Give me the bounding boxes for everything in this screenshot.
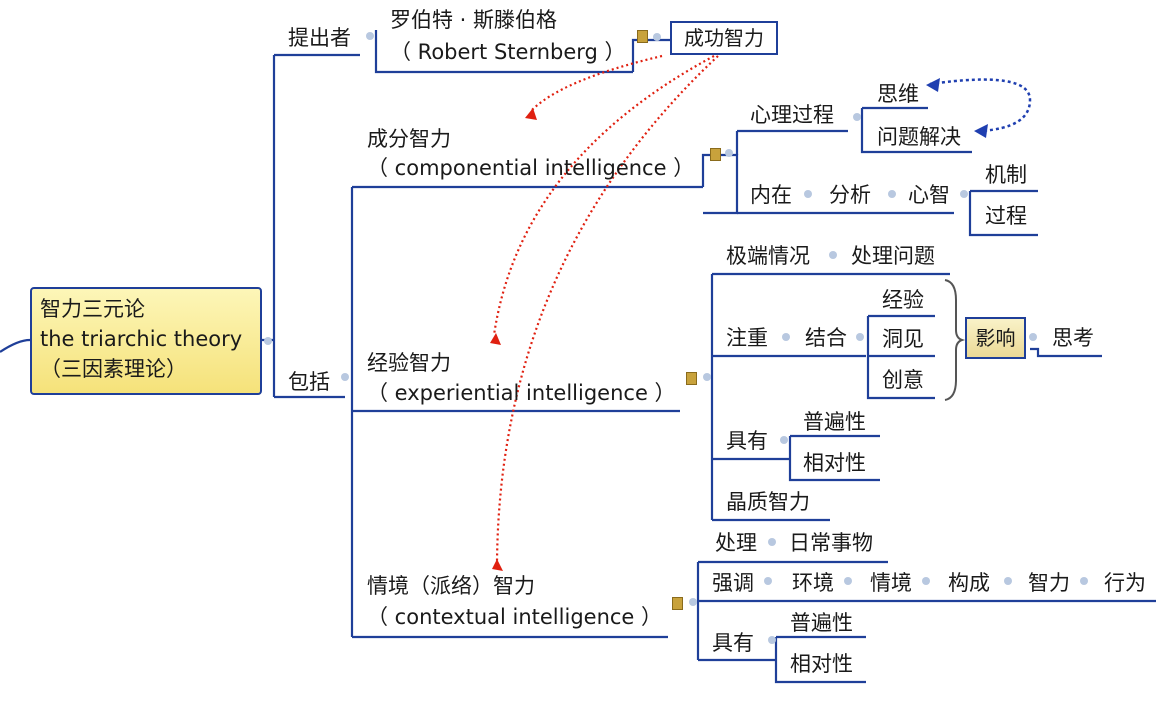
process-node[interactable]: 过程	[985, 204, 1027, 228]
successful-intelligence-node[interactable]: 成功智力	[670, 21, 778, 55]
mental-process-label[interactable]: 心理过程	[750, 103, 834, 127]
proposer-label[interactable]: 提出者	[288, 26, 351, 50]
experience-node[interactable]: 经验	[882, 288, 924, 312]
includes-label[interactable]: 包括	[288, 370, 330, 394]
crystallized-intelligence-node[interactable]: 晶质智力	[726, 490, 810, 514]
influence-node[interactable]: 影响	[965, 317, 1026, 359]
has-label[interactable]: 具有	[712, 631, 754, 655]
mechanism-node[interactable]: 机制	[985, 163, 1027, 187]
problem-solving-node[interactable]: 问题解决	[877, 125, 961, 149]
root-topic[interactable]: 智力三元论 the triarchic theory （三因素理论）	[30, 287, 262, 395]
note-icon[interactable]	[686, 372, 697, 385]
experiential-title-en[interactable]: （ experiential intelligence ）	[367, 381, 676, 405]
universality-node[interactable]: 普遍性	[803, 410, 866, 434]
root-title-cn: 智力三元论	[40, 297, 145, 321]
root-title-en: the triarchic theory	[40, 327, 243, 351]
insight-node[interactable]: 洞见	[882, 327, 924, 351]
universality-node[interactable]: 普遍性	[790, 611, 853, 635]
situation-node[interactable]: 情境	[870, 571, 912, 595]
handle-node[interactable]: 处理	[715, 531, 757, 555]
thinking-node[interactable]: 思维	[877, 82, 919, 106]
extreme-situation-node[interactable]: 极端情况	[726, 244, 810, 268]
has-label[interactable]: 具有	[726, 429, 768, 453]
stress-node[interactable]: 强调	[712, 571, 754, 595]
analysis-node[interactable]: 分析	[829, 183, 871, 207]
proposer-name-en[interactable]: （ Robert Sternberg ）	[390, 40, 626, 64]
environment-node[interactable]: 环境	[792, 571, 834, 595]
behavior-node[interactable]: 行为	[1104, 571, 1146, 595]
intelligence-node[interactable]: 智力	[1028, 571, 1070, 595]
mind-node[interactable]: 心智	[908, 183, 950, 207]
emphasis-node[interactable]: 注重	[726, 326, 768, 350]
componential-title-cn[interactable]: 成分智力	[367, 127, 451, 151]
daily-affairs-node[interactable]: 日常事物	[789, 531, 873, 555]
contextual-title-en[interactable]: （ contextual intelligence ）	[367, 605, 663, 629]
internal-node[interactable]: 内在	[750, 183, 792, 207]
relativity-node[interactable]: 相对性	[803, 451, 866, 475]
note-icon[interactable]	[637, 30, 648, 43]
root-title-alt: （三因素理论）	[40, 357, 187, 381]
componential-title-en[interactable]: （ componential intelligence ）	[367, 156, 695, 180]
thinking-result-node[interactable]: 思考	[1052, 326, 1094, 350]
note-icon[interactable]	[710, 148, 721, 161]
handle-problem-node[interactable]: 处理问题	[851, 244, 935, 268]
relativity-node[interactable]: 相对性	[790, 652, 853, 676]
proposer-name-cn[interactable]: 罗伯特 · 斯滕伯格	[390, 8, 558, 32]
combine-node[interactable]: 结合	[805, 326, 847, 350]
creativity-node[interactable]: 创意	[882, 368, 924, 392]
contextual-title-cn[interactable]: 情境（派络）智力	[367, 574, 535, 598]
experiential-title-cn[interactable]: 经验智力	[367, 351, 451, 375]
compose-node[interactable]: 构成	[948, 571, 990, 595]
note-icon[interactable]	[672, 597, 683, 610]
